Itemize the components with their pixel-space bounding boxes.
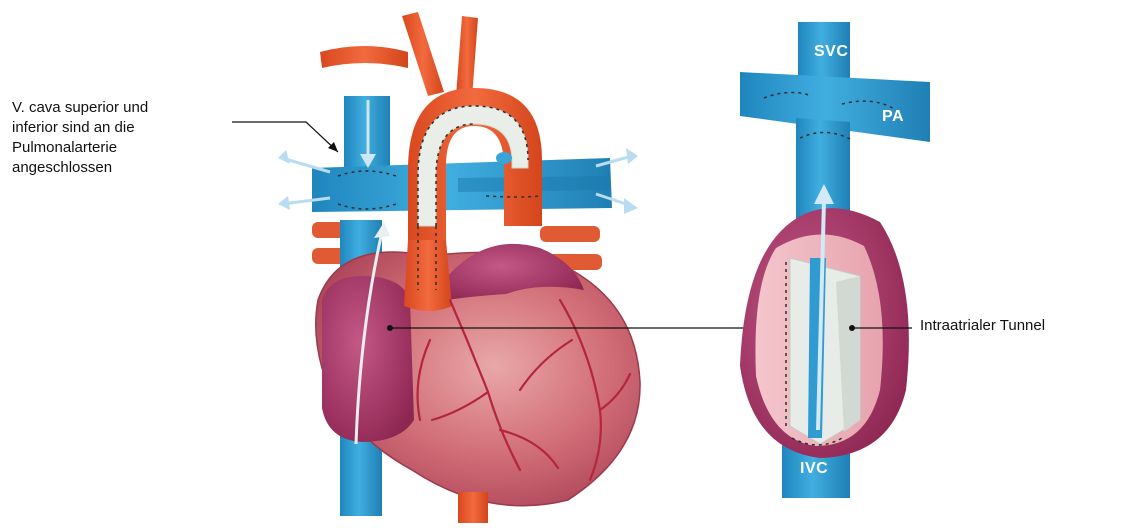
vena-cava-annotation-line-1: V. cava superior und xyxy=(12,98,242,118)
tunnel-annotation: Intraatrialer Tunnel xyxy=(920,316,1045,336)
descending-aorta xyxy=(458,492,488,523)
aortic-branch-middle xyxy=(402,12,444,96)
svc-label: SVC xyxy=(814,43,848,61)
vena-cava-annotation-line-2: inferior sind an die xyxy=(12,118,242,138)
tunnel-cross-section xyxy=(740,22,930,498)
pulmonary-vein-right-upper xyxy=(540,226,600,242)
vena-cava-annotation-line-3: Pulmonalarterie xyxy=(12,138,242,158)
heart-leader-dot xyxy=(387,325,393,331)
pa-label: PA xyxy=(882,108,904,126)
ligament-bump xyxy=(496,152,512,164)
vena-cava-leader-line xyxy=(232,122,338,152)
heart-illustration xyxy=(278,12,640,523)
vena-cava-annotation-line-4: angeschlossen xyxy=(12,158,242,178)
ivc-label: IVC xyxy=(800,460,828,478)
aorta-root xyxy=(404,240,452,311)
vena-cava-annotation: V. cava superior und inferior sind an di… xyxy=(12,98,242,178)
aortic-branch-left xyxy=(320,46,408,68)
aortic-branch-right xyxy=(456,16,478,98)
tunnel-leader-dot xyxy=(849,325,855,331)
